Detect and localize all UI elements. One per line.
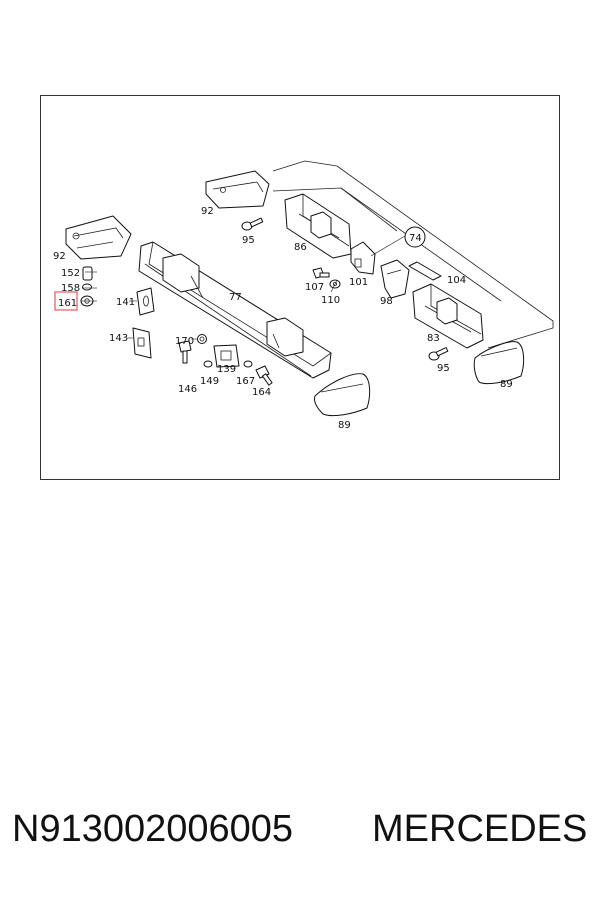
bolt-95-lower: [428, 347, 449, 361]
left-fastener-stack: [80, 266, 94, 307]
bracket-92-right: [205, 170, 270, 209]
callout-label: 74: [409, 233, 422, 244]
bracket-101: [350, 241, 376, 275]
bolt-107: [312, 267, 330, 279]
callout-label: 89: [500, 379, 513, 390]
bolt-146: [178, 340, 192, 364]
bracket-83: [412, 283, 484, 349]
callout-label: 139: [217, 364, 236, 375]
bracket-141: [136, 287, 155, 316]
callout-label: 95: [437, 363, 450, 374]
bumper-end-89-right: [473, 341, 525, 385]
washer-149: [203, 360, 213, 368]
callout-label: 110: [321, 295, 340, 306]
callout-label: 164: [252, 387, 271, 398]
callout-label: 146: [178, 384, 197, 395]
callout-label: 92: [53, 251, 66, 262]
callout-label: 167: [236, 376, 255, 387]
callout-label-highlighted: 161: [58, 298, 77, 309]
parts-diagram-frame: 92 92 95 86 74 152 158 161 141 77 107 11…: [40, 95, 560, 480]
callout-label: 92: [201, 206, 214, 217]
callout-74-circle: [404, 226, 426, 248]
bolt-164: [255, 365, 273, 386]
leader-lines: [81, 235, 406, 340]
callout-label: 107: [305, 282, 324, 293]
callout-label: 89: [338, 420, 351, 431]
bracket-92-left: [65, 215, 132, 260]
bumper-carrier-77: [138, 241, 332, 379]
callout-label: 98: [380, 296, 393, 307]
exploded-parts-diagram: 92 92 95 86 74 152 158 161 141 77 107 11…: [53, 160, 554, 431]
bracket-98: [380, 259, 410, 299]
brand-name: MERCEDES: [372, 808, 588, 850]
highlight-box: [54, 291, 78, 311]
strip-104: [408, 261, 442, 281]
part-caption: N913002006005 MERCEDES: [0, 808, 600, 858]
part-number: N913002006005: [12, 808, 294, 850]
chassis-outline: [272, 160, 554, 349]
bracket-143: [132, 327, 152, 359]
callout-labels: 92 92 95 86 74 152 158 161 141 77 107 11…: [53, 206, 513, 431]
callout-label: 158: [61, 283, 80, 294]
callout-label: 104: [447, 275, 466, 286]
callout-label: 152: [61, 268, 80, 279]
washer-167: [243, 360, 253, 368]
callout-label: 95: [242, 235, 255, 246]
callout-label: 86: [294, 242, 307, 253]
callout-label: 77: [229, 292, 242, 303]
callout-label: 149: [200, 376, 219, 387]
callout-label: 101: [349, 277, 368, 288]
plate-139: [213, 344, 240, 368]
nut-170: [197, 334, 207, 344]
bumper-end-89-left: [314, 373, 371, 417]
callout-label: 83: [427, 333, 440, 344]
callout-label: 141: [116, 297, 135, 308]
callout-label: 170: [175, 336, 194, 347]
callout-label: 143: [109, 333, 128, 344]
bolt-95-upper: [241, 217, 264, 231]
